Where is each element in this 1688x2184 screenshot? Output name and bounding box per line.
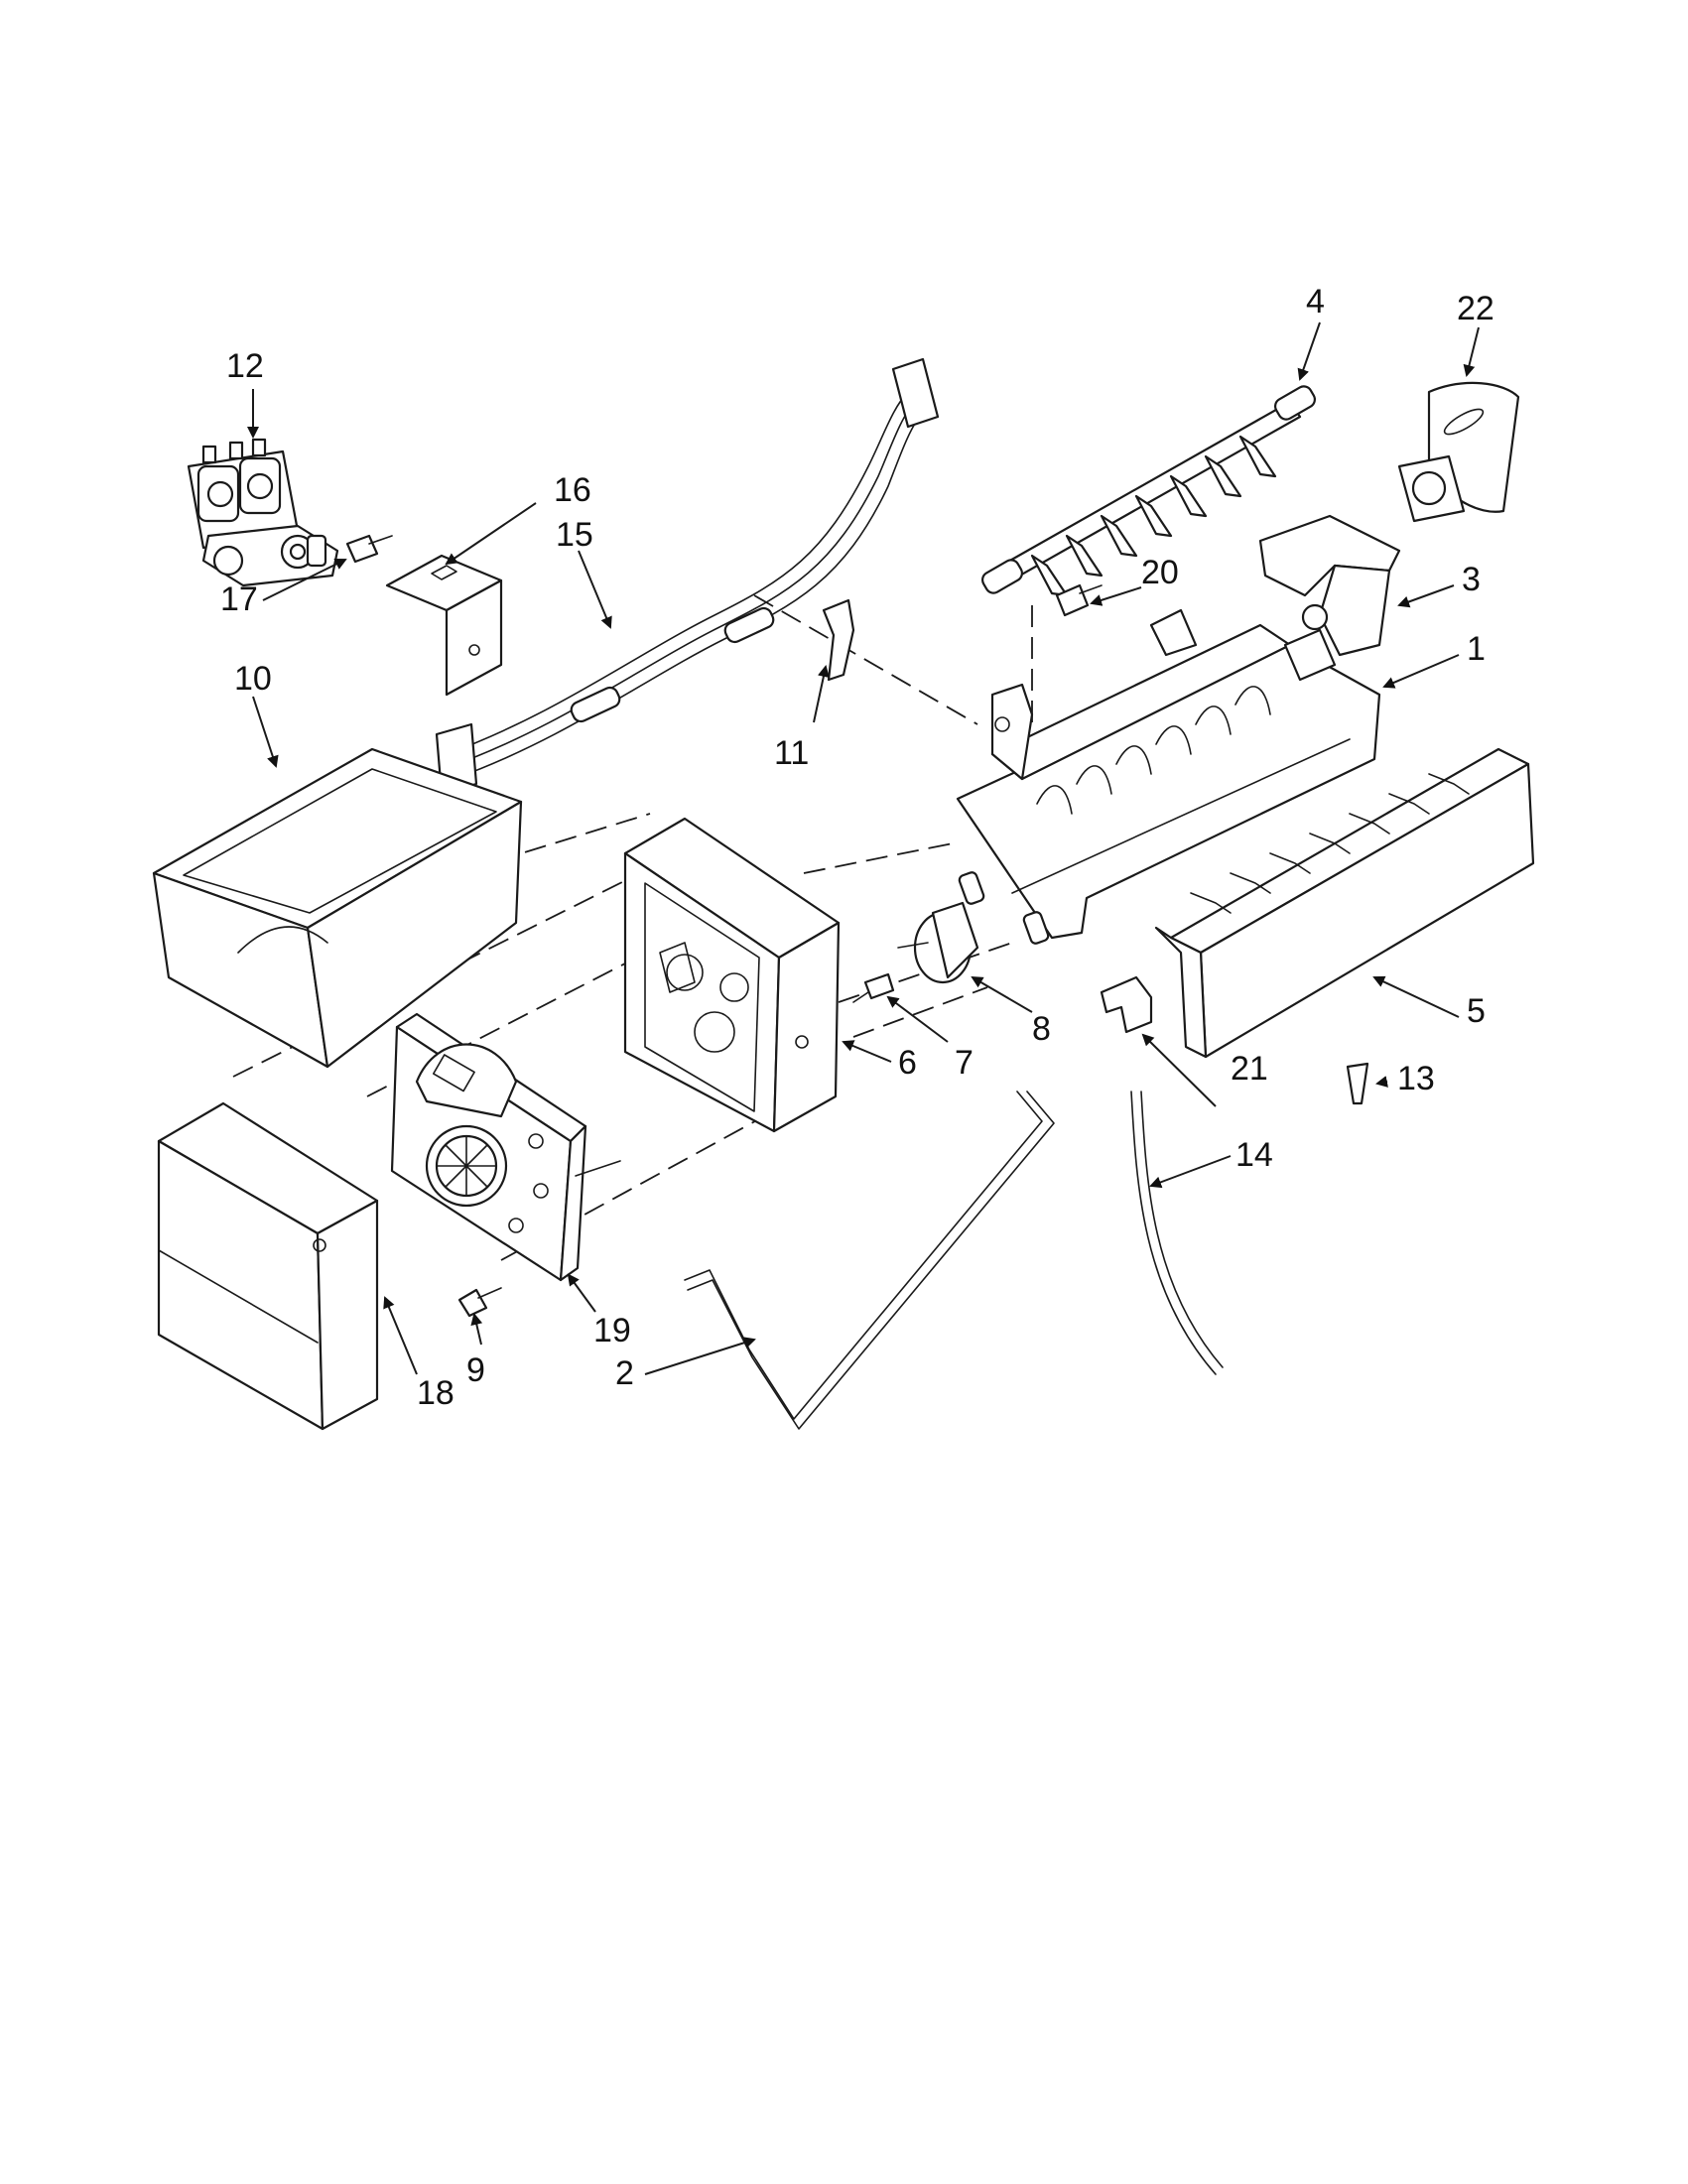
switch-part xyxy=(852,972,895,1003)
cam-part xyxy=(1397,381,1520,523)
callout-8: 8 xyxy=(1032,1010,1051,1048)
callout-20: 20 xyxy=(1141,554,1179,591)
callout-9: 9 xyxy=(466,1351,485,1389)
fill-tube-part xyxy=(1130,1091,1224,1375)
callout-4: 4 xyxy=(1306,283,1325,321)
mold-pins-part xyxy=(958,871,1050,945)
callout-14: 14 xyxy=(1235,1136,1273,1174)
callout-1: 1 xyxy=(1467,630,1486,668)
wire-harness-part xyxy=(435,357,940,796)
callout-6: 6 xyxy=(898,1044,917,1082)
front-cover-part xyxy=(1154,747,1535,1059)
callout-15: 15 xyxy=(556,516,593,554)
control-module-part xyxy=(390,1012,621,1282)
callout-16: 16 xyxy=(554,471,591,509)
tube-clip-part xyxy=(1100,975,1153,1034)
ice-bin-part xyxy=(152,747,523,1069)
motor-part xyxy=(897,901,979,984)
front-housing-cover-part xyxy=(157,1101,379,1431)
callout-3: 3 xyxy=(1462,561,1481,598)
bearing-housing-part xyxy=(1258,514,1401,657)
callout-21: 21 xyxy=(1231,1050,1268,1088)
leader-arrows xyxy=(247,321,1480,1375)
callout-5: 5 xyxy=(1467,992,1486,1030)
callout-22: 22 xyxy=(1457,290,1494,327)
callout-13: 13 xyxy=(1397,1060,1435,1097)
callout-19: 19 xyxy=(593,1312,631,1349)
callout-11: 11 xyxy=(774,734,809,772)
clip-part xyxy=(822,598,855,682)
callout-2: 2 xyxy=(615,1354,634,1392)
mold-screw-part xyxy=(1055,583,1103,617)
ejector-shaft-part xyxy=(981,385,1316,597)
callout-10: 10 xyxy=(234,660,272,698)
callout-18: 18 xyxy=(417,1374,454,1412)
module-screw-part xyxy=(457,1287,502,1318)
callout-7: 7 xyxy=(955,1044,974,1082)
callout-17: 17 xyxy=(220,580,258,618)
bracket-part xyxy=(385,554,503,697)
shutoff-arm-part xyxy=(684,1091,1055,1430)
valve-screw-part xyxy=(345,534,393,564)
callout-12: 12 xyxy=(226,347,264,385)
control-housing-part xyxy=(623,817,841,1133)
ice-mold-part xyxy=(956,608,1381,940)
water-valve-part xyxy=(187,438,339,587)
plug-part xyxy=(1346,1062,1369,1105)
callout-labels: 4 22 3 1 20 12 17 16 15 11 10 5 13 21 14… xyxy=(220,283,1494,1412)
